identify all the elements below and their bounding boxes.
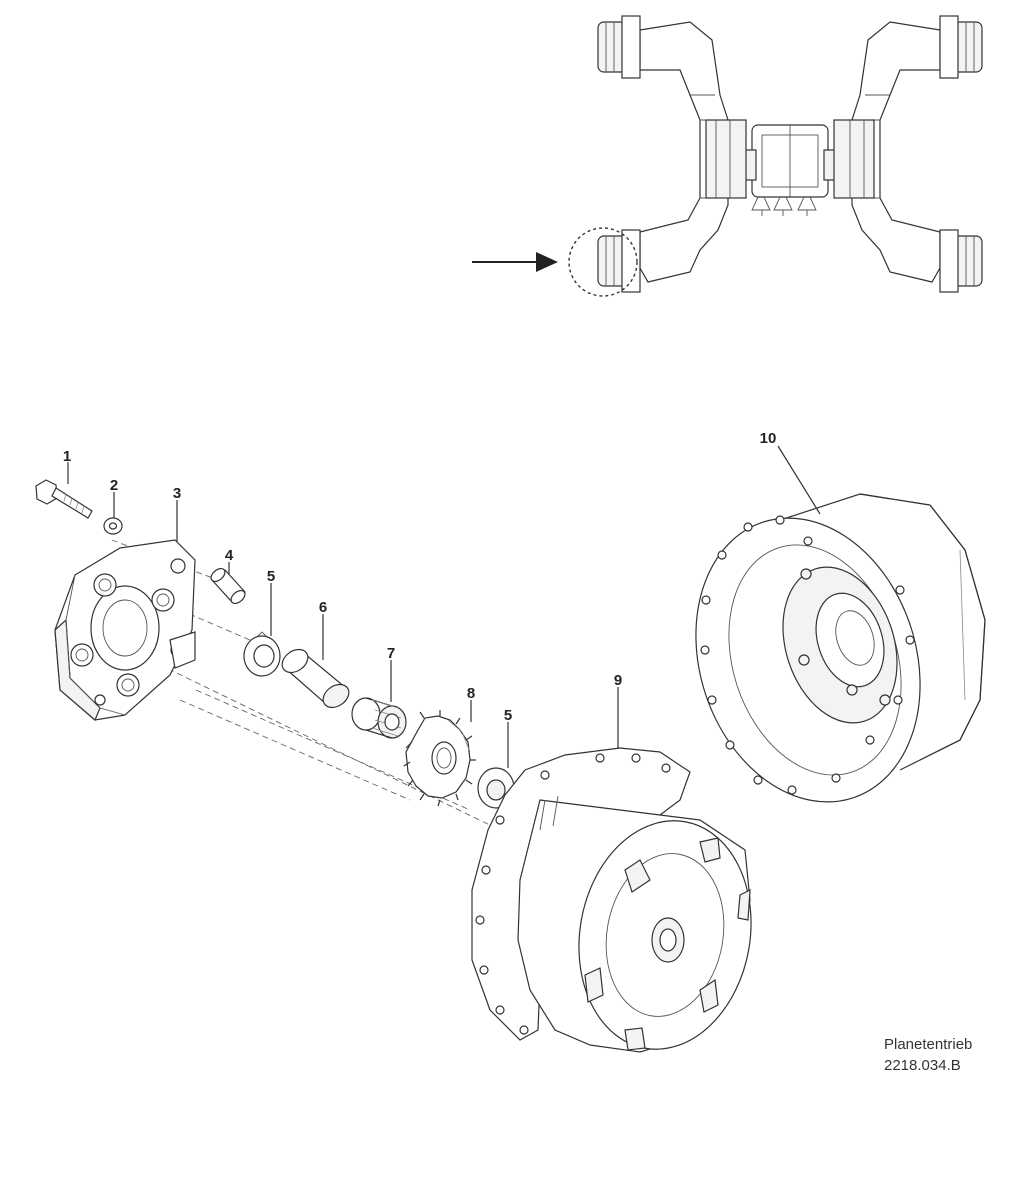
callout-7: 7	[387, 645, 395, 662]
left-bogie-arm	[597, 15, 747, 293]
axle-overview	[472, 15, 983, 297]
callout-8: 8	[467, 685, 475, 702]
callout-labels: 1 2 3 4 5 6 7 8 5 9 10	[63, 430, 777, 724]
callout-2: 2	[110, 477, 118, 494]
part-9-hub-housing	[471, 747, 752, 1053]
callout-4: 4	[225, 547, 234, 564]
caption-title: Planetentrieb	[884, 1036, 973, 1053]
part-10-ring-gear	[695, 493, 986, 803]
highlight-circle	[568, 227, 638, 297]
callout-5a: 5	[267, 568, 275, 585]
part-8-planet-gear	[403, 710, 476, 807]
callout-6: 6	[319, 599, 327, 616]
caption-code: 2218.034.B	[884, 1057, 961, 1074]
pointer-arrow	[472, 252, 558, 272]
callout-1: 1	[63, 448, 71, 465]
part-2-washer	[103, 517, 123, 535]
part-6-sleeve	[281, 648, 350, 709]
leader-lines	[67, 445, 821, 768]
part-3-planet-carrier	[54, 539, 196, 721]
callout-9: 9	[614, 672, 622, 689]
part-7-needle-bearing	[351, 697, 407, 739]
part-1-bolt	[35, 479, 93, 519]
differential-housing	[741, 124, 839, 216]
callout-3: 3	[173, 485, 181, 502]
right-bogie-arm	[833, 15, 983, 293]
part-4-pin	[210, 567, 246, 605]
drawing-caption: Planetentrieb 2218.034.B	[884, 1034, 972, 1076]
callout-10: 10	[760, 430, 777, 447]
callout-5b: 5	[504, 707, 512, 724]
part-5a-thrust-washer	[243, 631, 281, 677]
